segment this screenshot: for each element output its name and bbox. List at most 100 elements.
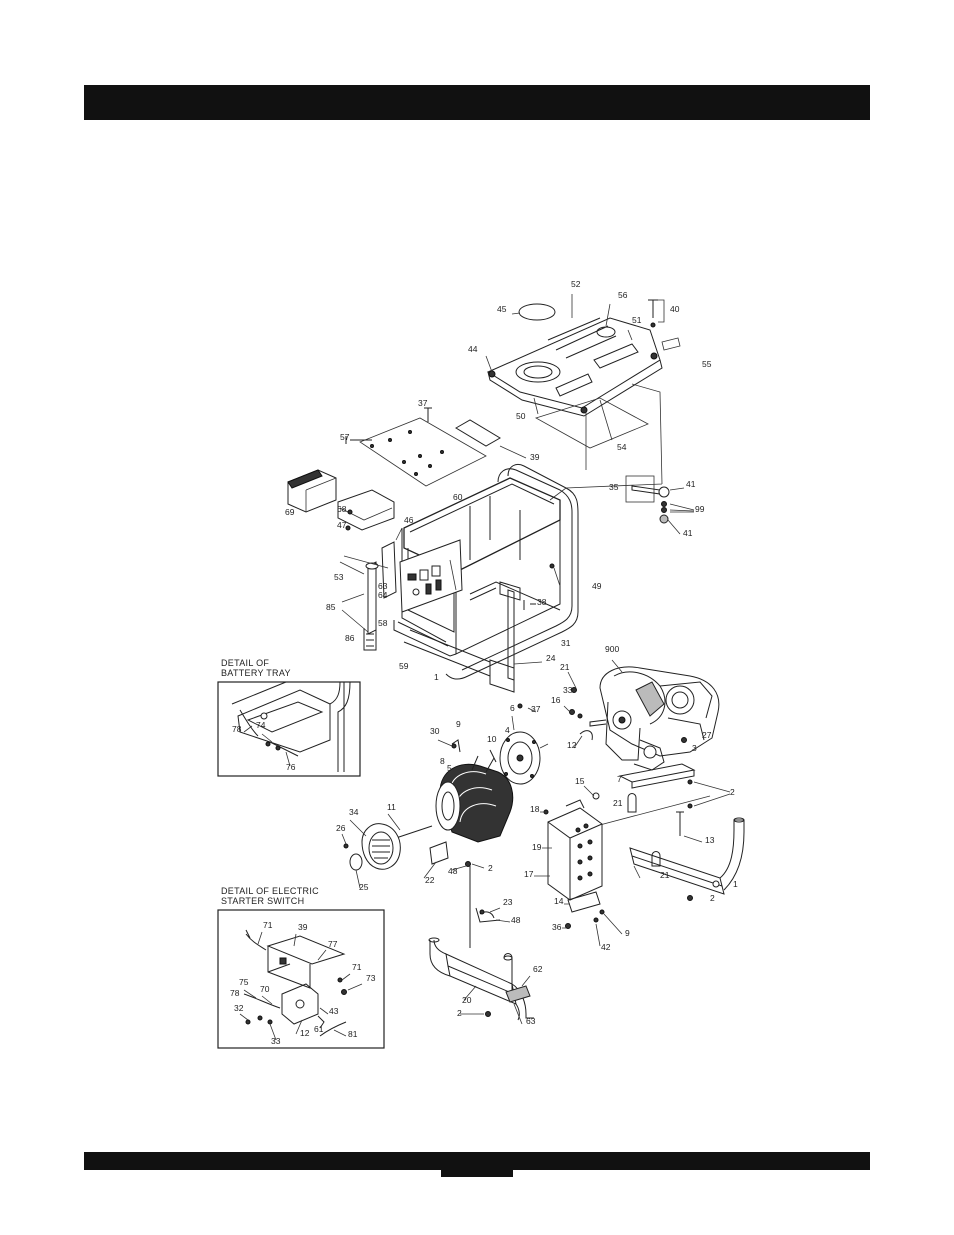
callout-37: 37 bbox=[531, 704, 541, 714]
callout-69: 69 bbox=[285, 507, 295, 517]
callout-9: 9 bbox=[456, 719, 461, 729]
callout-50: 50 bbox=[516, 411, 526, 421]
rear-cradle bbox=[428, 907, 534, 1025]
callout-46: 46 bbox=[404, 515, 414, 525]
callout-5: 5 bbox=[447, 763, 452, 773]
header-bar bbox=[84, 85, 870, 120]
callout-48: 48 bbox=[511, 915, 521, 925]
callout-70: 70 bbox=[260, 984, 270, 994]
callout-53: 53 bbox=[334, 572, 344, 582]
callout-78: 78 bbox=[232, 724, 242, 734]
callout-4: 4 bbox=[505, 725, 510, 735]
callout-12: 12 bbox=[567, 740, 577, 750]
callout-16: 16 bbox=[551, 695, 561, 705]
callout-47: 47 bbox=[337, 520, 347, 530]
footer-page-tab bbox=[441, 1152, 513, 1177]
callout-77: 77 bbox=[328, 939, 338, 949]
callout-34: 34 bbox=[349, 807, 359, 817]
callout-2: 2 bbox=[488, 863, 493, 873]
callout-13: 13 bbox=[705, 835, 715, 845]
callout-60: 60 bbox=[453, 492, 463, 502]
callout-71: 71 bbox=[352, 962, 362, 972]
handle-bracket bbox=[339, 527, 403, 651]
mounting-plate bbox=[345, 407, 527, 487]
rear-bearing-cover bbox=[341, 819, 401, 889]
callout-24: 24 bbox=[546, 653, 556, 663]
frame-screws bbox=[523, 563, 561, 610]
callout-57: 57 bbox=[340, 432, 350, 442]
callout-58: 58 bbox=[378, 618, 388, 628]
callout-43: 43 bbox=[329, 1006, 339, 1016]
callout-51: 51 bbox=[632, 315, 642, 325]
battery bbox=[287, 469, 337, 513]
fuel-tank bbox=[485, 294, 663, 470]
callout-33: 33 bbox=[271, 1036, 281, 1046]
callout-15: 15 bbox=[575, 776, 585, 786]
callout-2: 2 bbox=[710, 893, 715, 903]
callout-32: 32 bbox=[234, 1003, 244, 1013]
engine-fasteners bbox=[563, 671, 600, 800]
alternator-end-bell bbox=[499, 715, 549, 785]
callout-99: 99 bbox=[695, 504, 705, 514]
callout-78: 78 bbox=[230, 988, 240, 998]
callout-11: 11 bbox=[387, 802, 396, 812]
callout-59: 59 bbox=[399, 661, 409, 671]
callout-63: 63 bbox=[526, 1016, 536, 1026]
callout-33: 33 bbox=[563, 685, 573, 695]
callout-21: 21 bbox=[613, 798, 623, 808]
callout-900: 900 bbox=[605, 644, 619, 654]
muffler bbox=[534, 799, 603, 901]
battery-tray-title-line1: DETAIL OF bbox=[221, 658, 270, 668]
callout-81: 81 bbox=[348, 1029, 358, 1039]
callout-44: 44 bbox=[468, 344, 478, 354]
callout-7: 7 bbox=[617, 774, 622, 784]
callout-10: 10 bbox=[487, 734, 497, 744]
callout-54: 54 bbox=[617, 442, 627, 452]
callout-35: 35 bbox=[609, 482, 619, 492]
callout-48: 48 bbox=[448, 866, 458, 876]
callout-27: 27 bbox=[702, 730, 712, 740]
callout-63: 63 bbox=[378, 581, 388, 591]
starter-switch-title-line1: DETAIL OF ELECTRIC bbox=[221, 886, 319, 896]
callout-17: 17 bbox=[524, 869, 534, 879]
alternator-stator bbox=[435, 755, 514, 843]
fuel-cap-screw bbox=[648, 299, 665, 328]
callout-76: 76 bbox=[286, 762, 296, 772]
callout-85: 85 bbox=[326, 602, 336, 612]
callout-55: 55 bbox=[702, 359, 712, 369]
control-panel bbox=[399, 539, 463, 613]
callout-39: 39 bbox=[530, 452, 540, 462]
callout-41: 41 bbox=[686, 479, 696, 489]
callout-86: 86 bbox=[345, 633, 355, 643]
frame-bracket-24 bbox=[489, 581, 543, 713]
callout-8: 8 bbox=[440, 756, 445, 766]
callout-62: 62 bbox=[533, 964, 543, 974]
callout-19: 19 bbox=[532, 842, 542, 852]
callout-41: 41 bbox=[683, 528, 693, 538]
callout-25: 25 bbox=[359, 882, 369, 892]
callout-40: 40 bbox=[670, 304, 680, 314]
engine-rails bbox=[618, 763, 731, 867]
callout-39: 39 bbox=[298, 922, 308, 932]
callout-3: 3 bbox=[692, 743, 697, 753]
battery-tray-title-line2: BATTERY TRAY bbox=[221, 668, 291, 678]
callout-74: 74 bbox=[256, 720, 266, 730]
callout-64: 64 bbox=[378, 590, 388, 600]
callout-75: 75 bbox=[239, 977, 249, 987]
front-cradle bbox=[595, 795, 745, 901]
callout-18: 18 bbox=[530, 804, 540, 814]
callout-1: 1 bbox=[733, 879, 738, 889]
callout-26: 26 bbox=[336, 823, 346, 833]
callout-42: 42 bbox=[601, 942, 611, 952]
callout-9: 9 bbox=[625, 928, 630, 938]
callout-38: 38 bbox=[537, 597, 547, 607]
callout-23: 23 bbox=[503, 897, 513, 907]
callout-56: 56 bbox=[618, 290, 628, 300]
fuel-label-55 bbox=[661, 337, 681, 351]
callout-14: 14 bbox=[554, 896, 564, 906]
callout-31: 31 bbox=[561, 638, 571, 648]
callout-22: 22 bbox=[425, 875, 435, 885]
battery-tray-detail-title: DETAIL OF BATTERY TRAY bbox=[221, 658, 291, 678]
callout-21: 21 bbox=[560, 662, 570, 672]
